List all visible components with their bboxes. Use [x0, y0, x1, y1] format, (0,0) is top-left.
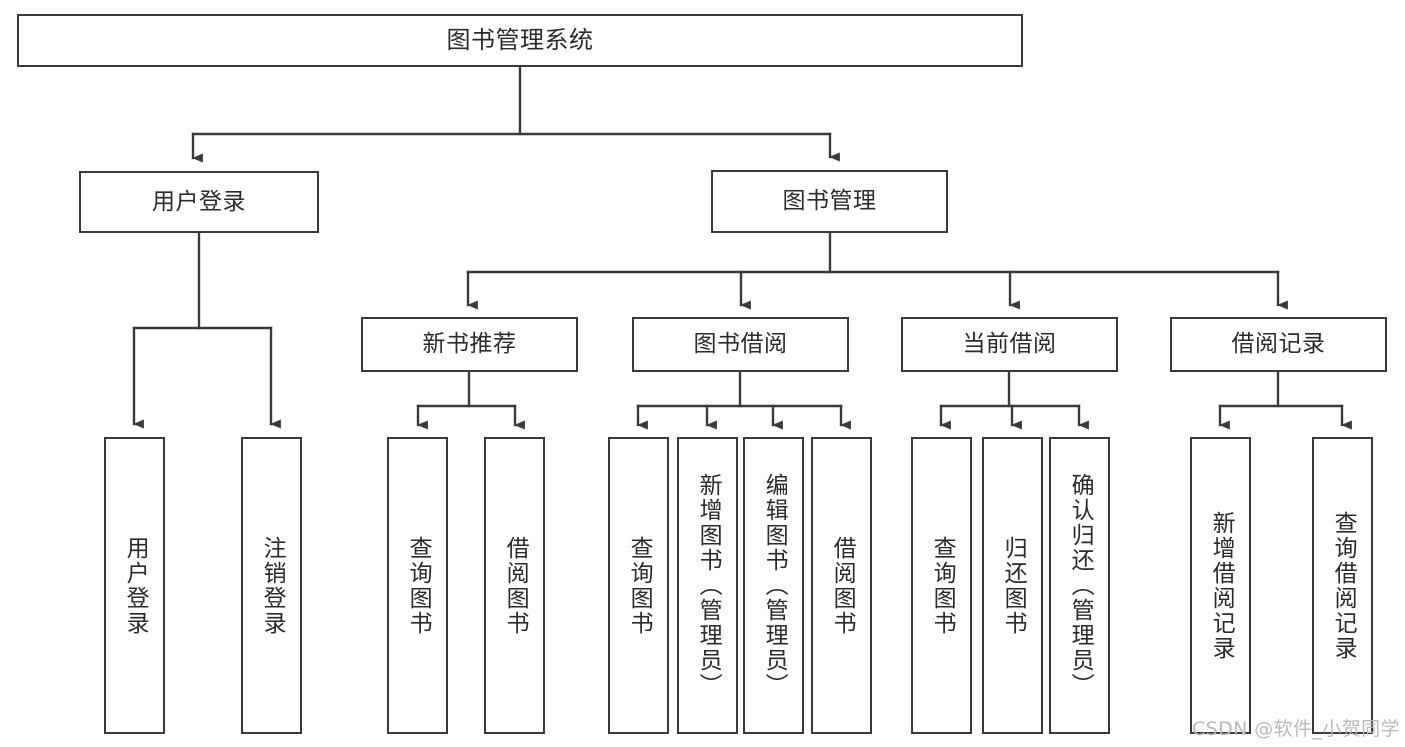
leaf-logout-label: 注销登录 [259, 535, 286, 636]
leaf-add-book[interactable]: 新增图书（管理员） [677, 437, 738, 734]
node-root[interactable]: 图书管理系统 [17, 14, 1023, 67]
leaf-query-book-1-label: 查询图书 [405, 535, 432, 636]
leaf-borrow-book-1[interactable]: 借阅图书 [484, 437, 545, 734]
leaf-add-record[interactable]: 新增借阅记录 [1190, 437, 1251, 734]
leaf-add-record-label: 新增借阅记录 [1208, 510, 1235, 661]
leaf-user-login[interactable]: 用户登录 [104, 437, 165, 734]
leaf-edit-book[interactable]: 编辑图书（管理员） [743, 437, 804, 734]
node-root-label: 图书管理系统 [446, 25, 594, 54]
leaf-query-book-3[interactable]: 查询图书 [911, 437, 972, 734]
leaf-query-book-1[interactable]: 查询图书 [387, 437, 448, 734]
leaf-borrow-book-2-label: 借阅图书 [829, 535, 856, 636]
leaf-edit-book-label: 编辑图书（管理员） [761, 473, 788, 698]
node-new-book-recommend[interactable]: 新书推荐 [361, 317, 578, 372]
node-user-login-label: 用户登录 [152, 188, 246, 215]
leaf-user-login-label: 用户登录 [122, 535, 149, 636]
node-new-book-recommend-label: 新书推荐 [422, 331, 517, 358]
leaf-query-book-2[interactable]: 查询图书 [608, 437, 669, 734]
leaf-return-book-label: 归还图书 [1000, 535, 1027, 636]
csdn-watermark: CSDN @软件_小贺同学 [1192, 718, 1400, 740]
node-borrow-record[interactable]: 借阅记录 [1170, 317, 1387, 372]
leaf-logout[interactable]: 注销登录 [241, 437, 302, 734]
leaf-query-book-2-label: 查询图书 [626, 535, 653, 636]
leaf-query-record[interactable]: 查询借阅记录 [1312, 437, 1373, 734]
leaf-confirm-return[interactable]: 确认归还（管理员） [1049, 437, 1110, 734]
node-borrow-record-label: 借阅记录 [1231, 331, 1326, 358]
node-user-login[interactable]: 用户登录 [79, 171, 319, 233]
node-book-manage[interactable]: 图书管理 [711, 170, 948, 233]
node-book-manage-label: 图书管理 [782, 188, 877, 215]
leaf-borrow-book-1-label: 借阅图书 [502, 535, 529, 636]
node-current-borrow[interactable]: 当前借阅 [901, 317, 1118, 372]
node-book-borrow-label: 图书借阅 [693, 331, 788, 358]
leaf-borrow-book-2[interactable]: 借阅图书 [811, 437, 872, 734]
leaf-return-book[interactable]: 归还图书 [982, 437, 1043, 734]
leaf-query-record-label: 查询借阅记录 [1330, 510, 1357, 661]
leaf-confirm-return-label: 确认归还（管理员） [1067, 473, 1094, 698]
node-current-borrow-label: 当前借阅 [962, 331, 1057, 358]
node-book-borrow[interactable]: 图书借阅 [632, 317, 849, 372]
leaf-query-book-3-label: 查询图书 [929, 535, 956, 636]
leaf-add-book-label: 新增图书（管理员） [695, 473, 722, 698]
